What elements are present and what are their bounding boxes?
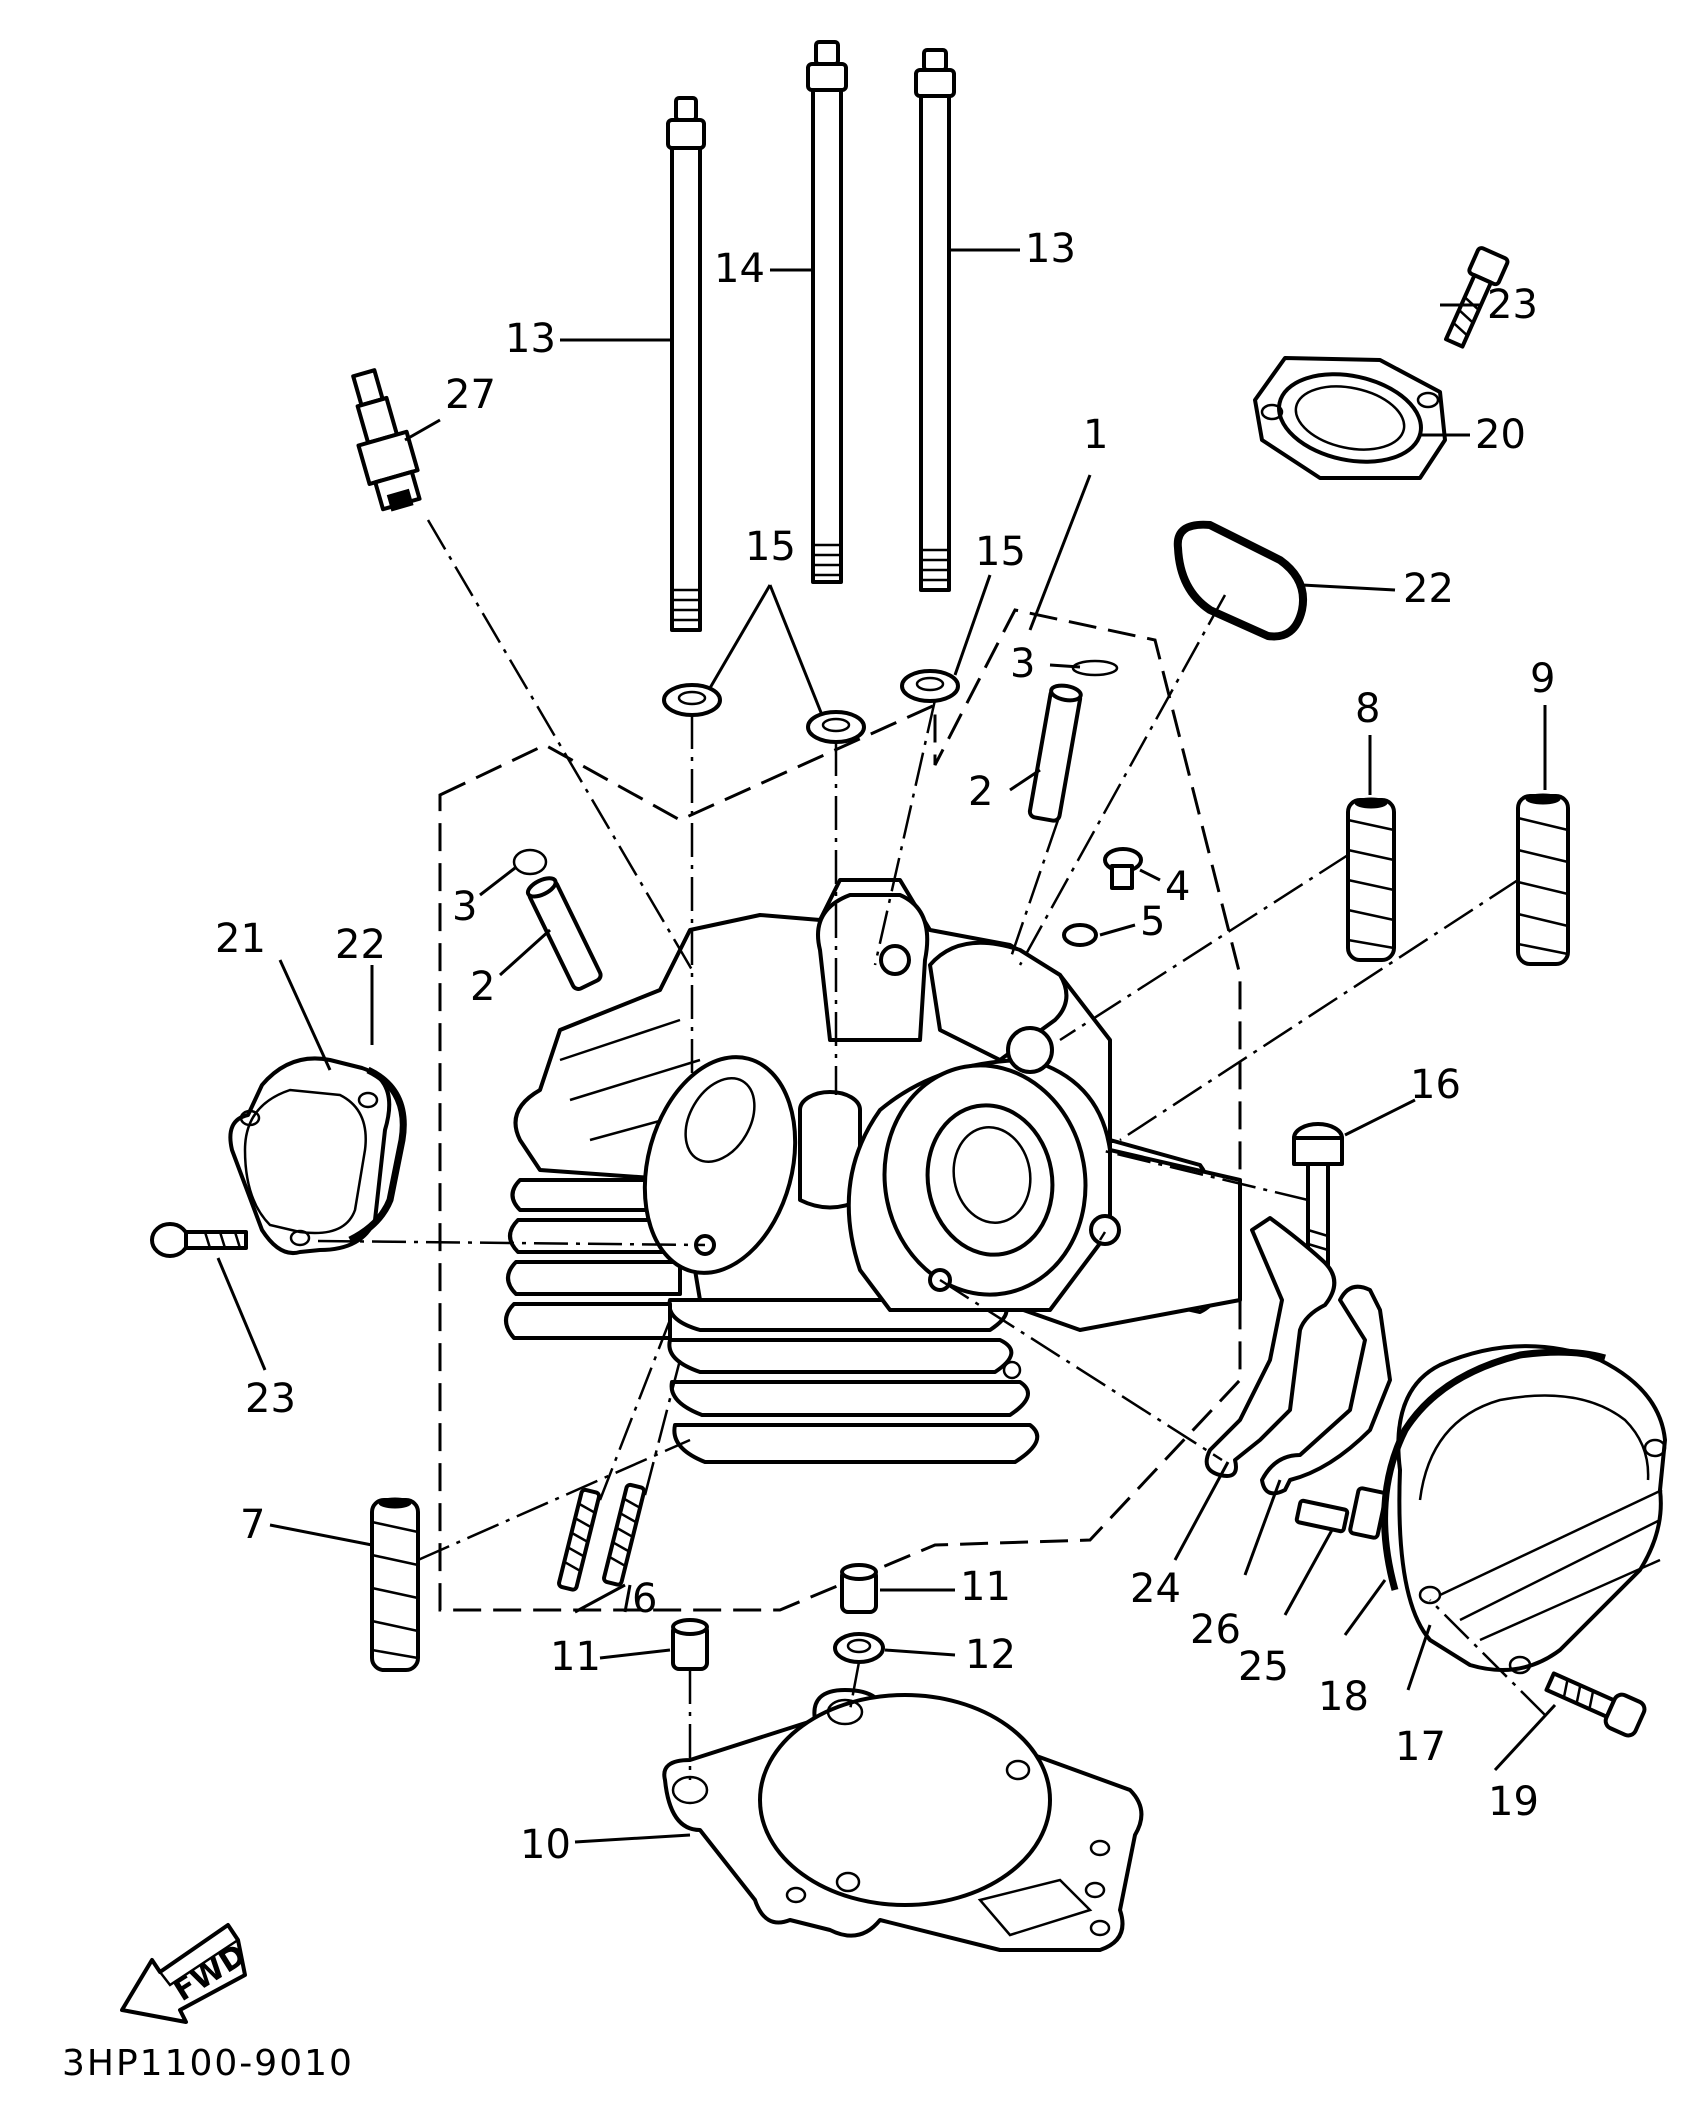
callout-24: 24 <box>1130 1566 1181 1612</box>
callout-2-right: 2 <box>968 769 993 815</box>
callout-labels: 1 2 2 3 3 4 5 6 7 8 9 10 11 11 12 13 14 … <box>215 226 1555 1868</box>
side-cover-21 <box>228 1056 392 1255</box>
valve-guide-left <box>525 876 603 991</box>
callout-13-left: 13 <box>505 316 556 362</box>
callout-23-upper: 23 <box>1487 282 1538 328</box>
callout-11-right: 11 <box>960 1564 1011 1610</box>
callout-26: 26 <box>1190 1607 1241 1653</box>
callout-25: 25 <box>1238 1644 1289 1690</box>
fwd-arrow-icon: FWD <box>120 1923 253 2024</box>
callout-1: 1 <box>1083 412 1108 458</box>
callout-15-right: 15 <box>975 529 1026 575</box>
callout-22-left: 22 <box>335 922 386 968</box>
bolt-23-left <box>150 1222 248 1258</box>
callout-21: 21 <box>215 916 266 962</box>
bolt-19 <box>1544 1671 1647 1738</box>
stud-bolt-13-right <box>914 48 956 592</box>
diagram-code: 3HP1100-9010 <box>62 2043 354 2084</box>
callout-19: 19 <box>1488 1779 1539 1825</box>
callout-9: 9 <box>1530 656 1555 702</box>
callout-11-left: 11 <box>550 1634 601 1680</box>
washer-15-right <box>900 669 960 703</box>
spring-7 <box>370 1497 420 1672</box>
callout-14: 14 <box>714 246 765 292</box>
o-ring-22-left <box>348 1066 407 1244</box>
callout-15-left: 15 <box>745 524 796 570</box>
stud-bolt-13-left <box>666 96 706 632</box>
callout-10: 10 <box>520 1822 571 1868</box>
callout-17: 17 <box>1395 1724 1446 1770</box>
callout-20: 20 <box>1475 412 1526 458</box>
intake-joint-20 <box>1253 356 1447 480</box>
callout-8: 8 <box>1355 686 1380 732</box>
valve-guide-right <box>1027 683 1083 823</box>
washer-15-center <box>806 710 866 744</box>
plug-bolt <box>1103 847 1143 890</box>
cylinder-head <box>504 878 1242 1464</box>
dowel-pin-11-right <box>840 1563 878 1614</box>
o-ring-12 <box>833 1632 885 1664</box>
callout-12: 12 <box>965 1632 1016 1678</box>
callout-23-left: 23 <box>245 1376 296 1422</box>
cylinder-head-gasket <box>662 1688 1144 1952</box>
spring-9 <box>1516 793 1570 966</box>
gasket-washer-5 <box>1062 923 1098 947</box>
bolt-25 <box>1294 1486 1388 1540</box>
callout-5: 5 <box>1140 899 1165 945</box>
washer-15-left <box>662 683 722 717</box>
bolt-23-upper <box>1444 246 1510 349</box>
callout-13-right: 13 <box>1025 226 1076 272</box>
callout-7: 7 <box>240 1502 265 1548</box>
spark-plug <box>351 368 422 512</box>
circlip-left <box>512 848 548 876</box>
callout-3-right: 3 <box>1010 641 1035 687</box>
assembly-lines <box>317 519 1546 1780</box>
stud-6 <box>557 1482 647 1592</box>
o-ring-22-upper <box>1173 520 1307 641</box>
callout-27: 27 <box>445 372 496 418</box>
callout-3-left: 3 <box>452 884 477 930</box>
leader-lines <box>216 248 1557 1844</box>
stud-bolt-14 <box>806 40 848 584</box>
chain-guide-24 <box>1204 1216 1337 1478</box>
callout-22-upper: 22 <box>1403 566 1454 612</box>
callout-6: 6 <box>632 1576 657 1622</box>
dowel-pin-11-left <box>671 1618 709 1671</box>
callout-18: 18 <box>1318 1674 1369 1720</box>
gasket-26 <box>1260 1284 1392 1496</box>
spring-8 <box>1346 797 1396 962</box>
callout-16: 16 <box>1410 1062 1461 1108</box>
assembly-boundary <box>438 608 1242 1612</box>
callout-2-left: 2 <box>470 964 495 1010</box>
o-ring-18 <box>1381 1348 1606 1591</box>
callout-4: 4 <box>1165 864 1190 910</box>
